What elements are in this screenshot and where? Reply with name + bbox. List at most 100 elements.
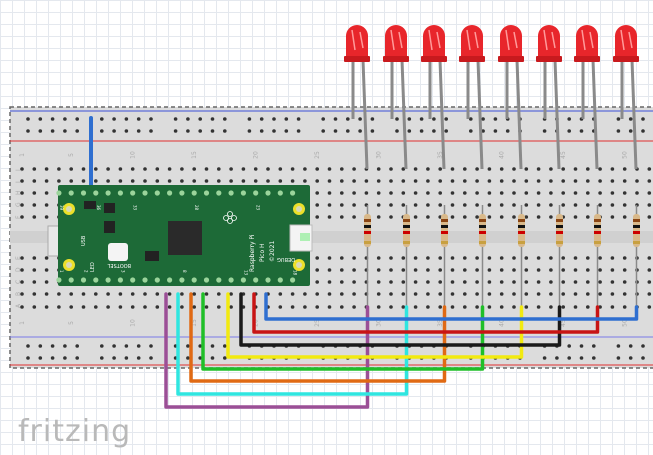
breadboard-hole[interactable] xyxy=(598,256,602,260)
breadboard-hole[interactable] xyxy=(622,167,627,171)
breadboard-hole[interactable] xyxy=(352,305,356,309)
breadboard-hole[interactable] xyxy=(352,203,356,207)
breadboard-hole[interactable] xyxy=(438,203,443,207)
breadboard-hole[interactable] xyxy=(487,256,492,260)
breadboard-hole[interactable] xyxy=(475,256,479,260)
breadboard-hole[interactable] xyxy=(586,179,590,183)
breadboard-hole[interactable] xyxy=(647,292,652,296)
rail-hole[interactable] xyxy=(186,356,190,360)
led[interactable] xyxy=(613,25,639,170)
raspberry-pi-pico[interactable]: Raspberry Pi Pico H ©2021 USB BOOTSEL LE… xyxy=(47,185,313,286)
breadboard-hole[interactable] xyxy=(524,179,529,183)
rail-hole[interactable] xyxy=(26,129,30,133)
rail-hole[interactable] xyxy=(112,129,116,133)
breadboard-hole[interactable] xyxy=(475,280,479,284)
breadboard-hole[interactable] xyxy=(499,167,504,171)
rail-hole[interactable] xyxy=(50,344,55,348)
breadboard-hole[interactable] xyxy=(426,167,430,171)
breadboard-hole[interactable] xyxy=(499,256,504,260)
pico-pin[interactable] xyxy=(203,277,210,283)
breadboard-hole[interactable] xyxy=(44,215,49,219)
breadboard-hole[interactable] xyxy=(610,292,615,296)
pico-pin[interactable] xyxy=(290,277,296,283)
rail-hole[interactable] xyxy=(296,129,301,133)
breadboard-hole[interactable] xyxy=(586,292,590,296)
rail-hole[interactable] xyxy=(272,129,276,133)
breadboard-hole[interactable] xyxy=(610,167,615,171)
rail-hole[interactable] xyxy=(38,129,43,133)
breadboard-hole[interactable] xyxy=(376,167,381,171)
pico-pin[interactable] xyxy=(277,190,283,196)
rail-hole[interactable] xyxy=(100,356,104,360)
breadboard-hole[interactable] xyxy=(549,191,553,195)
breadboard-hole[interactable] xyxy=(573,268,578,272)
breadboard-hole[interactable] xyxy=(622,268,627,272)
breadboard-hole[interactable] xyxy=(241,167,246,171)
breadboard-hole[interactable] xyxy=(586,256,590,260)
rail-hole[interactable] xyxy=(124,129,129,133)
breadboard-hole[interactable] xyxy=(499,292,504,296)
breadboard-hole[interactable] xyxy=(303,179,307,183)
breadboard-hole[interactable] xyxy=(610,268,615,272)
rail-hole[interactable] xyxy=(223,356,227,360)
breadboard-hole[interactable] xyxy=(647,268,652,272)
rail-hole[interactable] xyxy=(272,117,276,121)
rail-hole[interactable] xyxy=(592,356,596,360)
breadboard-hole[interactable] xyxy=(278,167,283,171)
breadboard-hole[interactable] xyxy=(401,268,406,272)
breadboard-hole[interactable] xyxy=(450,179,455,183)
rail-hole[interactable] xyxy=(542,129,547,133)
breadboard-hole[interactable] xyxy=(376,280,381,284)
breadboard-hole[interactable] xyxy=(450,256,455,260)
breadboard-hole[interactable] xyxy=(327,256,332,260)
resistor[interactable] xyxy=(479,205,486,307)
rail-hole[interactable] xyxy=(198,356,202,360)
rail-hole[interactable] xyxy=(284,117,289,121)
pico-pin[interactable] xyxy=(167,277,173,283)
breadboard-hole[interactable] xyxy=(57,292,61,296)
breadboard-hole[interactable] xyxy=(20,215,24,219)
rail-hole[interactable] xyxy=(505,129,510,133)
breadboard-hole[interactable] xyxy=(463,280,467,284)
breadboard-hole[interactable] xyxy=(106,305,110,309)
rail-hole[interactable] xyxy=(358,129,362,133)
rail-hole[interactable] xyxy=(407,117,412,121)
rail-hole[interactable] xyxy=(469,117,473,121)
breadboard-hole[interactable] xyxy=(204,167,209,171)
breadboard-hole[interactable] xyxy=(598,191,602,195)
breadboard-hole[interactable] xyxy=(487,292,492,296)
breadboard-hole[interactable] xyxy=(647,256,652,260)
breadboard-hole[interactable] xyxy=(586,280,590,284)
rail-hole[interactable] xyxy=(149,129,153,133)
breadboard-hole[interactable] xyxy=(450,215,455,219)
breadboard-hole[interactable] xyxy=(204,292,209,296)
breadboard-hole[interactable] xyxy=(364,179,369,183)
pico-pin[interactable] xyxy=(105,277,111,283)
breadboard-hole[interactable] xyxy=(413,280,418,284)
breadboard-hole[interactable] xyxy=(315,179,320,183)
breadboard-hole[interactable] xyxy=(586,203,590,207)
breadboard-hole[interactable] xyxy=(598,179,602,183)
rail-hole[interactable] xyxy=(579,129,584,133)
breadboard-hole[interactable] xyxy=(20,256,24,260)
breadboard-hole[interactable] xyxy=(253,179,258,183)
breadboard-hole[interactable] xyxy=(463,256,467,260)
resistor[interactable] xyxy=(518,205,525,307)
breadboard-hole[interactable] xyxy=(192,179,196,183)
breadboard-hole[interactable] xyxy=(524,167,529,171)
rail-hole[interactable] xyxy=(38,356,43,360)
breadboard-hole[interactable] xyxy=(192,292,196,296)
breadboard-hole[interactable] xyxy=(499,179,504,183)
breadboard-hole[interactable] xyxy=(622,305,627,309)
breadboard-hole[interactable] xyxy=(327,268,332,272)
breadboard-hole[interactable] xyxy=(217,179,221,183)
breadboard-hole[interactable] xyxy=(130,292,135,296)
breadboard-hole[interactable] xyxy=(118,167,123,171)
led[interactable] xyxy=(498,25,524,170)
breadboard-hole[interactable] xyxy=(438,167,443,171)
breadboard-hole[interactable] xyxy=(327,215,332,219)
breadboard-hole[interactable] xyxy=(512,191,516,195)
rail-hole[interactable] xyxy=(100,117,104,121)
breadboard-hole[interactable] xyxy=(315,191,320,195)
breadboard-hole[interactable] xyxy=(487,215,492,219)
